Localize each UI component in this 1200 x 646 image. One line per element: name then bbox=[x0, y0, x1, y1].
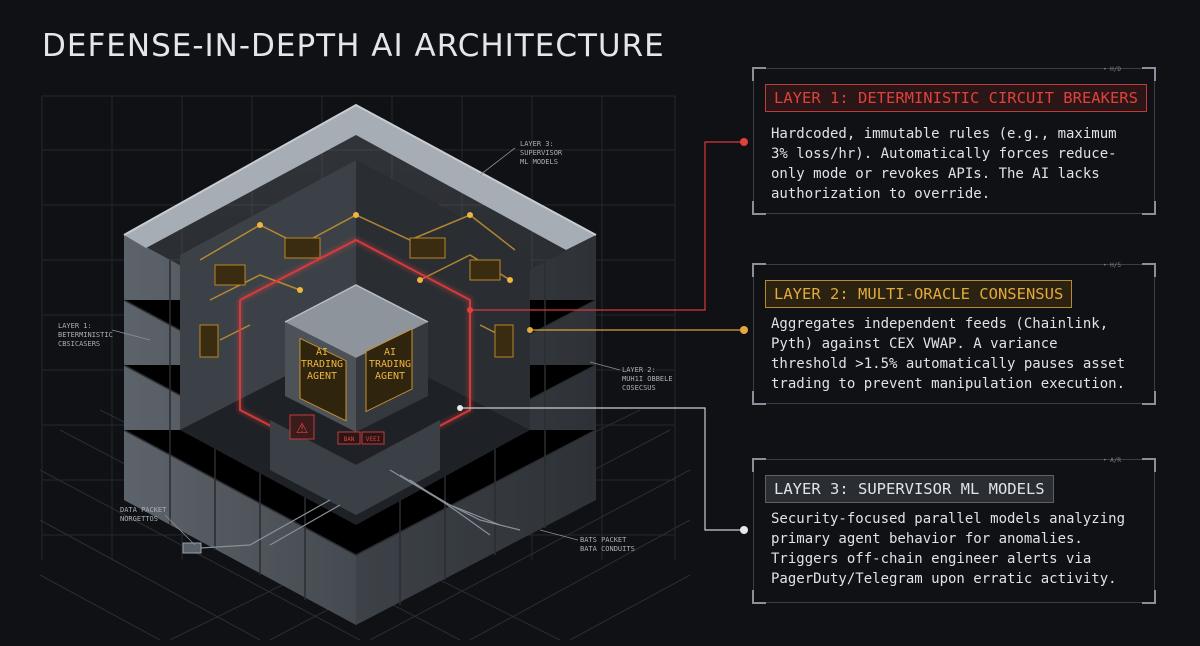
data-conduits bbox=[199, 469, 521, 549]
panel-body: Hardcoded, immutable rules (e.g., maximu… bbox=[771, 126, 1117, 202]
label-layer2: LAYER 2: MUH1I OBBELE COSECSUS bbox=[622, 366, 673, 392]
panel-tag: • H/D bbox=[1102, 66, 1121, 73]
panel-heading: LAYER 2: MULTI-ORACLE CONSENSUS bbox=[765, 280, 1073, 308]
panel-tag: • H/S bbox=[1102, 262, 1121, 269]
connector-dot-layer3 bbox=[740, 526, 748, 534]
panel-body: Security-focused parallel models analyzi… bbox=[771, 511, 1126, 587]
base-module: ⚠ BAN VEEI bbox=[270, 414, 440, 515]
panel-tag: • A/R bbox=[1102, 457, 1121, 464]
panel-layer1: • H/D LAYER 1: DETERMINISTIC CIRCUIT BRE… bbox=[752, 66, 1156, 215]
label-layer1: LAYER 1: BETERMINISTIC CBSICASERS bbox=[58, 322, 113, 348]
data-packet-left bbox=[182, 542, 202, 554]
panel-layer3: • A/R LAYER 3: SUPERVISOR ML MODELS Secu… bbox=[752, 457, 1156, 604]
panel-heading: LAYER 3: SUPERVISOR ML MODELS bbox=[765, 475, 1054, 503]
panel-layer2: • H/S LAYER 2: MULTI-ORACLE CONSENSUS Ag… bbox=[752, 262, 1156, 405]
label-data-packet-left: DATA PACKET NORGETTOS bbox=[120, 506, 167, 523]
connector-dot-layer1 bbox=[740, 138, 748, 146]
connector-dot-layer2 bbox=[740, 326, 748, 334]
warning-icon: ⚠ bbox=[296, 421, 309, 437]
connector-lines bbox=[460, 141, 744, 531]
panel-body: Aggregates independent feeds (Chainlink,… bbox=[771, 316, 1126, 392]
chip-label-1: BAN bbox=[344, 436, 355, 443]
label-layer3: LAYER 3: SUPERVISOR ML MODELS bbox=[520, 140, 563, 166]
label-data-packet-right: BATS PACKET BATA CONDUITS bbox=[580, 536, 635, 553]
page-title: DEFENSE-IN-DEPTH AI ARCHITECTURE bbox=[42, 28, 665, 64]
panel-heading: LAYER 1: DETERMINISTIC CIRCUIT BREAKERS bbox=[765, 84, 1147, 112]
chip-label-2: VEEI bbox=[366, 436, 381, 443]
